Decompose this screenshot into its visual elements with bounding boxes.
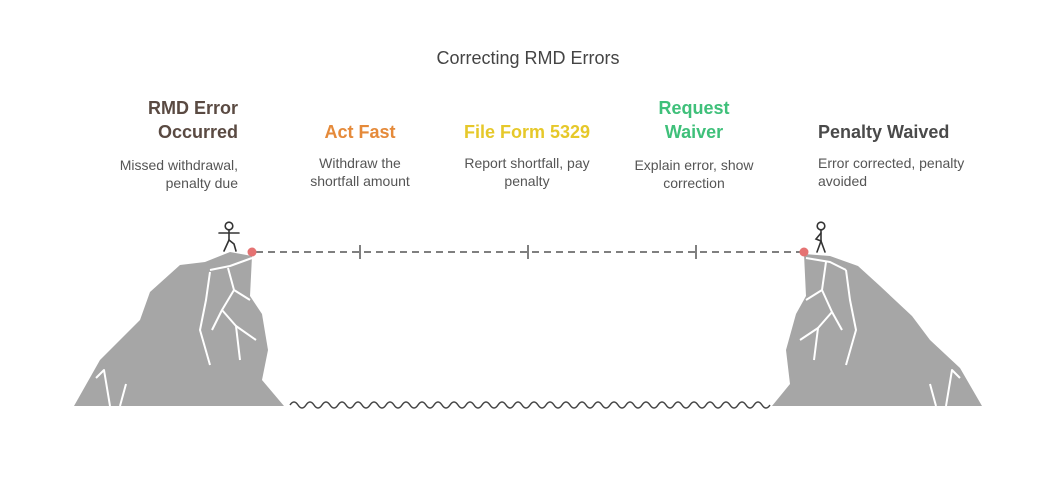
step-heading: Act Fast bbox=[324, 122, 396, 142]
step-heading: Penalty Waived bbox=[818, 122, 950, 142]
step-description: Withdraw the shortfall amount bbox=[310, 155, 410, 189]
step-description: Missed withdrawal, penalty due bbox=[119, 157, 238, 191]
step-rmd-error-occurred: RMD Error Occurred Missed withdrawal, pe… bbox=[78, 96, 238, 192]
start-marker bbox=[247, 247, 257, 257]
step-heading: RMD Error Occurred bbox=[147, 98, 238, 142]
end-marker bbox=[799, 247, 809, 257]
step-file-form-5329: File Form 5329 Report shortfall, pay pen… bbox=[447, 120, 607, 190]
step-act-fast: Act Fast Withdraw the shortfall amount bbox=[290, 120, 430, 190]
step-description: Error corrected, penalty avoided bbox=[818, 155, 965, 189]
step-request-waiver: Request Waiver Explain error, show corre… bbox=[614, 96, 774, 192]
right-cliff-illustration bbox=[772, 254, 982, 407]
step-heading: Request Waiver bbox=[658, 98, 730, 142]
left-cliff-illustration bbox=[74, 252, 284, 407]
standing-person-icon bbox=[814, 221, 826, 253]
step-description: Report shortfall, pay penalty bbox=[464, 155, 590, 189]
walking-person-icon bbox=[218, 221, 240, 252]
step-heading: File Form 5329 bbox=[463, 122, 591, 142]
step-penalty-waived: Penalty Waived Error corrected, penalty … bbox=[818, 120, 1018, 190]
diagram-title: Correcting RMD Errors bbox=[436, 48, 620, 68]
water-waves bbox=[289, 401, 771, 409]
step-description: Explain error, show correction bbox=[634, 157, 754, 191]
